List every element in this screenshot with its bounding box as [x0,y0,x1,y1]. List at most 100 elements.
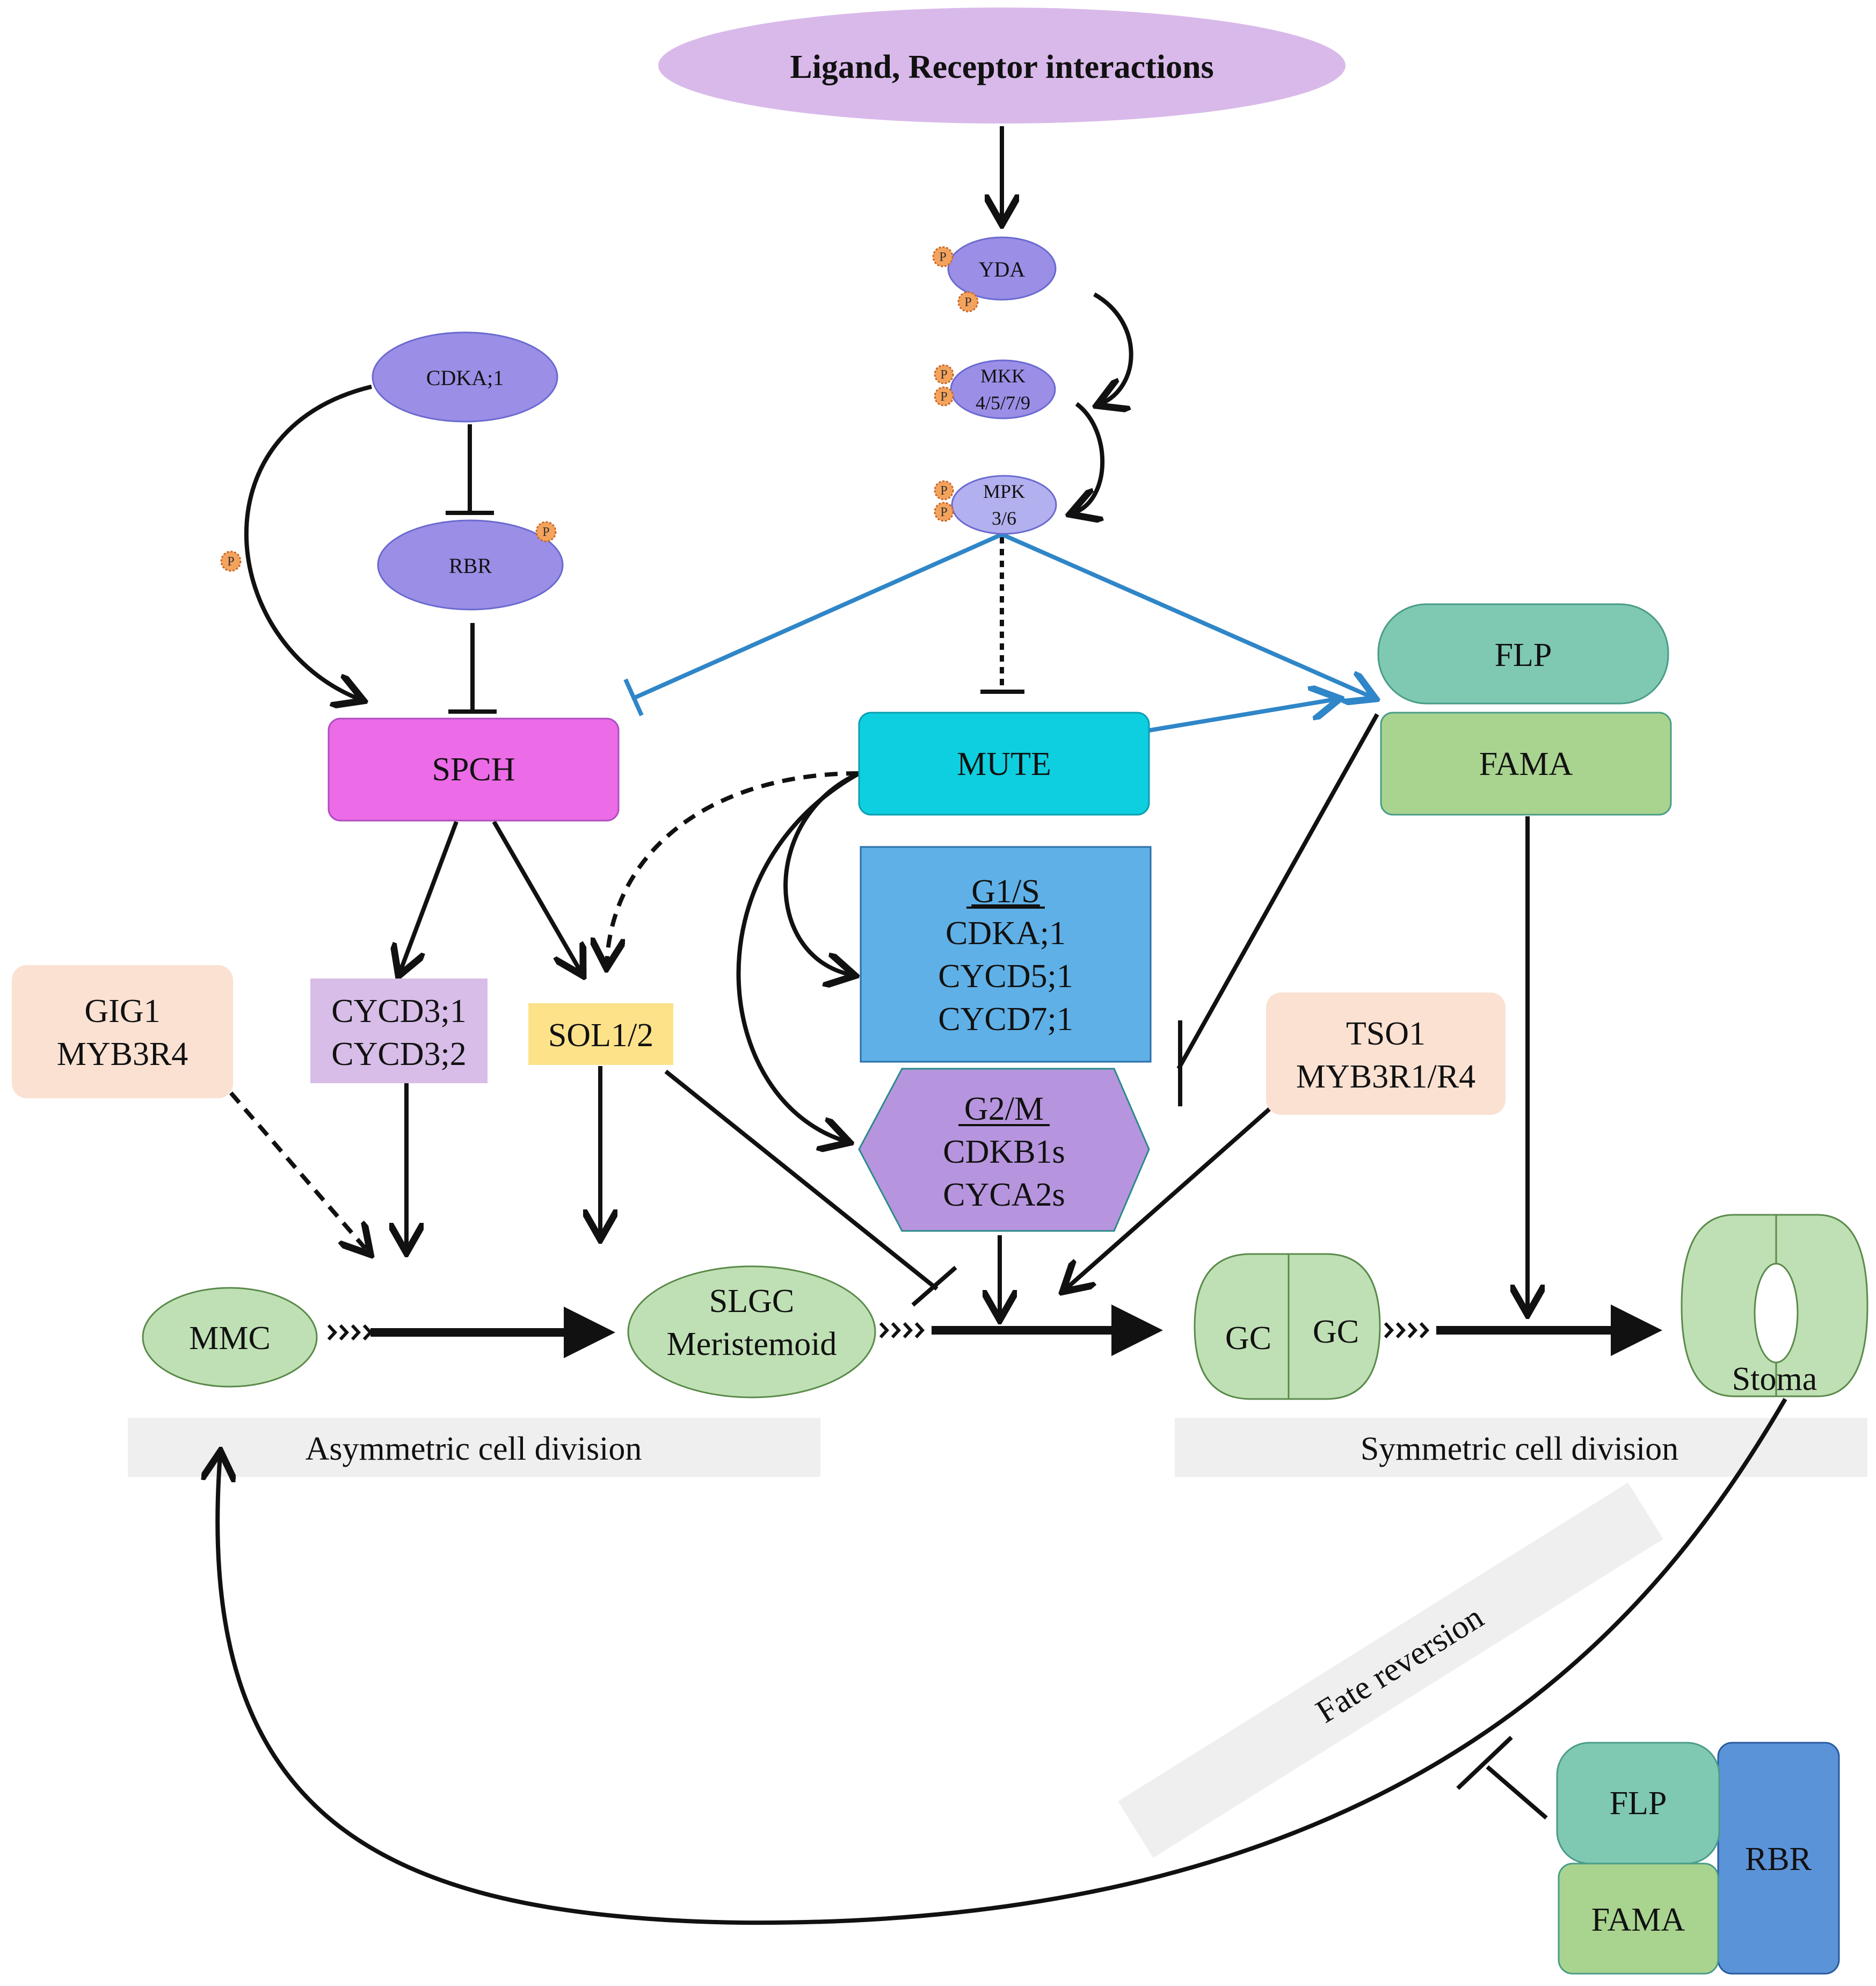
gig1-node: GIG1 MYB3R4 [12,965,233,1098]
arrow-spch-to-sol [492,820,581,972]
g1s-line3: CYCD7;1 [938,1001,1073,1038]
slgc-cell: SLGC Meristemoid [627,1265,876,1398]
flp-label: FLP [1495,637,1552,673]
flp-fama-rbr-complex: RBR FLP FAMA [1556,1742,1840,1975]
flow-mmc-to-slgc [327,1307,615,1358]
stoma-label: Stoma [1732,1361,1817,1397]
mkk-label-line1: MKK [980,365,1026,387]
arrow-mute-to-flp [1148,699,1336,733]
mkk-label-line2: 4/5/7/9 [976,392,1030,414]
g1s-line1: CDKA;1 [946,915,1066,952]
phospho-yda-1: P [932,246,954,267]
symmetric-division-band [1175,1418,1867,1477]
spch-node: SPCH [328,717,620,822]
cdka-node: CDKA;1 [372,331,558,423]
phospho-mpk-2: P [934,502,954,522]
mkk-node: MKK 4/5/7/9 [950,359,1056,419]
sol-label: SOL1/2 [548,1017,653,1054]
arrow-yda-to-mkk [1094,292,1133,404]
mute-label: MUTE [957,746,1051,782]
fate-reversion-label: Fate reversion [1310,1599,1489,1730]
svg-text:P: P [940,390,947,404]
svg-text:P: P [939,250,946,264]
asymmetric-division-label: Asymmetric cell division [306,1431,642,1467]
g2m-line1: CDKB1s [943,1134,1065,1170]
slgc-line1: SLGC [709,1283,794,1320]
arrow-spch-to-cycd3 [400,821,459,972]
inhibit-fate-reversion [1486,1765,1548,1820]
arrow-tso1 [1066,1105,1274,1289]
stoma-cell: Stoma [1681,1214,1868,1397]
arrow-mute-to-g2m [736,771,860,1141]
svg-text:P: P [940,505,947,519]
cycd3-line1: CYCD3;1 [331,993,466,1030]
fama-node: FAMA [1380,712,1672,816]
gc-left-label: GC [1225,1320,1271,1357]
sol-node: SOL1/2 [528,1003,673,1065]
g1s-line2: CYCD5;1 [938,958,1073,995]
mute-node: MUTE [858,712,1150,816]
phospho-rbr: P [535,521,557,542]
g1s-title: G1/S [971,873,1039,910]
arrow-mute-to-g1s [783,771,859,975]
cdka-label: CDKA;1 [426,366,504,390]
blue-connectors [623,532,1372,733]
main-flow [327,1304,1662,1358]
gig1-line2: MYB3R4 [57,1036,188,1072]
phospho-cdka-arrow: P [220,550,242,572]
cycd3-line2: CYCD3;2 [331,1036,466,1072]
arrow-gig1-dashed [229,1091,368,1251]
gig1-line1: GIG1 [84,993,160,1030]
phospho-mkk-1: P [934,364,954,385]
svg-text:P: P [227,555,234,569]
connectors [217,126,1787,1925]
inhibit-sol [664,1069,939,1291]
mmc-label: MMC [189,1320,271,1357]
svg-text:P: P [940,484,947,498]
flp2-label: FLP [1610,1785,1667,1822]
g2m-line2: CYCA2s [943,1177,1065,1213]
fama2-label: FAMA [1591,1902,1685,1938]
slgc-line2: Meristemoid [667,1326,837,1362]
asymmetric-division-band [128,1418,820,1477]
g1s-node: G1/S CDKA;1 CYCD5;1 CYCD7;1 [860,846,1152,1063]
flow-gc-to-stoma [1384,1304,1662,1356]
fama-label: FAMA [1479,746,1573,782]
svg-text:P: P [542,525,549,539]
g2m-node: G2/M CDKB1s CYCA2s [858,1068,1150,1232]
rbr-label: RBR [449,554,492,578]
phospho-mpk-1: P [934,480,954,501]
tso1-line2: MYB3R1/R4 [1296,1059,1475,1095]
flp-node: FLP [1377,603,1669,705]
mpk-node: MPK 3/6 [951,475,1057,535]
symmetric-division-label: Symmetric cell division [1361,1431,1678,1467]
mpk-label-line2: 3/6 [992,508,1016,529]
tso1-line1: TSO1 [1346,1016,1426,1052]
rbr2-label: RBR [1745,1841,1812,1878]
arrow-mkk-to-mpk [1074,402,1105,513]
spch-label: SPCH [432,751,515,788]
ligand-receptor-node: Ligand, Receptor interactions [658,8,1346,124]
svg-text:P: P [940,368,947,382]
arrow-mute-to-sol-dashed [607,771,860,964]
tso1-node: TSO1 MYB3R1/R4 [1266,992,1506,1115]
mpk-label-line1: MPK [983,481,1025,502]
cycd3-node: CYCD3;1 CYCD3;2 [310,978,488,1083]
arrow-fate-reversion [217,1397,1787,1925]
guard-cell-pair: GC GC [1194,1253,1381,1400]
arrow-cdka-to-spch [244,385,372,699]
mmc-cell: MMC [142,1287,318,1388]
inhibit-mpk-to-spch [632,532,1003,700]
flow-slgc-to-gc [879,1304,1163,1356]
inhibit-flp [1176,713,1379,1070]
g2m-title: G2/M [964,1091,1044,1127]
gc-right-label: GC [1313,1314,1359,1350]
rbr-node: RBR [377,519,564,611]
svg-text:P: P [964,295,971,309]
phospho-yda-2: P [957,291,979,313]
phospho-mkk-2: P [934,386,954,407]
yda-label: YDA [979,257,1026,281]
ligand-receptor-label: Ligand, Receptor interactions [790,49,1213,85]
yda-node: YDA [947,236,1057,301]
